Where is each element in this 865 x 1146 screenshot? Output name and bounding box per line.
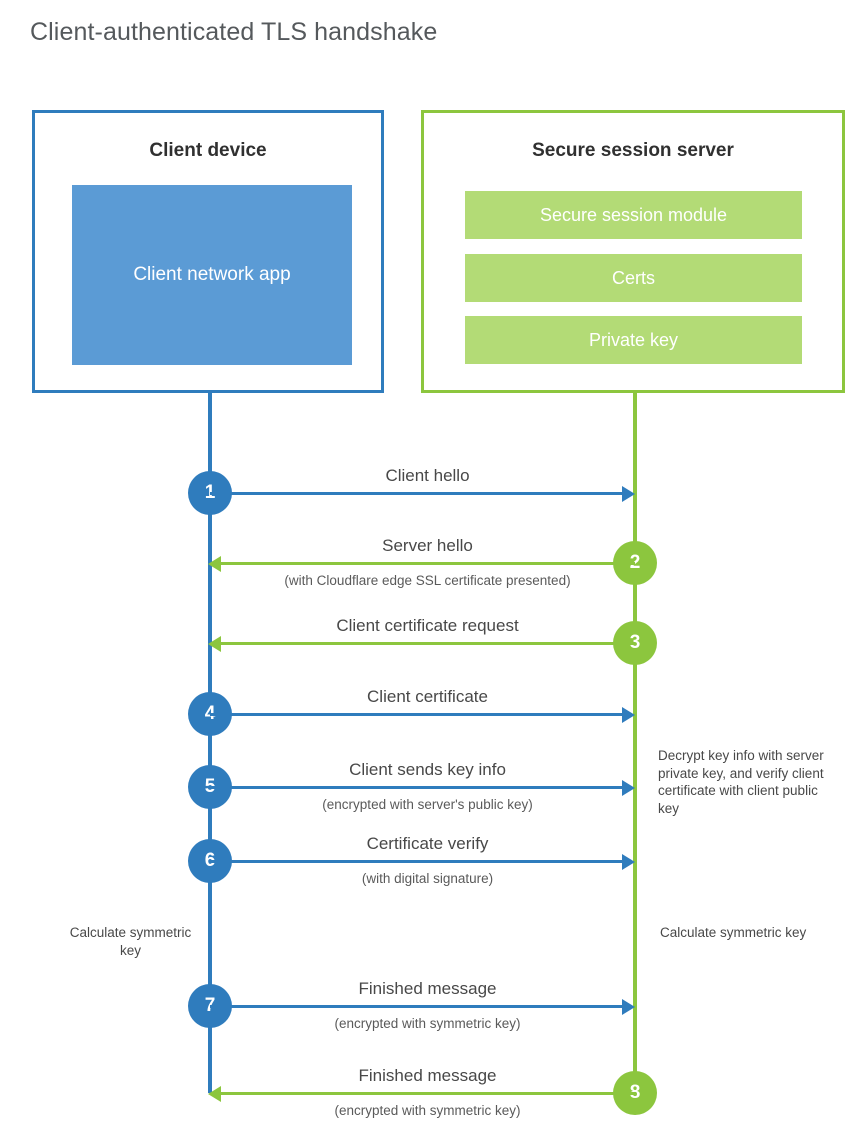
server-lifeline — [633, 393, 637, 1093]
server-component-secure-session-module: Secure session module — [465, 191, 802, 239]
message-arrowhead-3 — [208, 636, 221, 652]
message-line-4 — [210, 713, 624, 716]
message-label-3: Client certificate request — [336, 616, 519, 635]
message-arrowhead-5 — [622, 780, 635, 796]
page-title: Client-authenticated TLS handshake — [30, 18, 438, 46]
message-line-1 — [210, 492, 624, 495]
message-line-2 — [221, 562, 635, 565]
message-sublabel-8: (encrypted with symmetric key) — [334, 1103, 521, 1118]
message-sublabel-6: (with digital signature) — [361, 871, 494, 886]
client-device-title: Client device — [149, 140, 267, 161]
message-sublabel-2: (with Cloudflare edge SSL certificate pr… — [284, 573, 571, 588]
client-lifeline — [208, 393, 212, 1093]
message-label-1: Client hello — [385, 466, 470, 485]
message-arrowhead-7 — [622, 999, 635, 1015]
note-calculate-symmetric-key-server: Calculate symmetric key — [660, 925, 807, 940]
message-line-3 — [221, 642, 635, 645]
note-calculate-symmetric-key-client: Calculate symmetric key — [69, 925, 192, 958]
message-label-4: Client certificate — [367, 687, 488, 706]
message-arrowhead-1 — [622, 486, 635, 502]
message-label-6: Certificate verify — [366, 834, 489, 853]
message-line-5 — [210, 786, 624, 789]
secure-session-server-title: Secure session server — [532, 140, 734, 161]
message-arrowhead-6 — [622, 854, 635, 870]
message-label-7: Finished message — [358, 979, 497, 998]
message-label-8: Finished message — [358, 1066, 497, 1085]
client-network-app-block: Client network app — [72, 185, 352, 365]
message-sublabel-7: (encrypted with symmetric key) — [334, 1016, 521, 1031]
message-label-2: Server hello — [382, 536, 473, 555]
server-component-certs: Certs — [465, 254, 802, 302]
secure-session-server-box: Secure session server Secure session mod… — [421, 110, 845, 393]
message-label-5: Client sends key info — [349, 760, 506, 779]
message-sublabel-5: (encrypted with server's public key) — [322, 797, 533, 812]
message-line-6 — [210, 860, 624, 863]
message-arrowhead-2 — [208, 556, 221, 572]
message-line-7 — [210, 1005, 624, 1008]
message-arrowhead-8 — [208, 1086, 221, 1102]
note-decrypt-key-info: Decrypt key info with server private key… — [658, 748, 824, 816]
message-arrowhead-4 — [622, 707, 635, 723]
client-device-box: Client device Client network app — [32, 110, 384, 393]
message-line-8 — [221, 1092, 635, 1095]
server-component-private-key: Private key — [465, 316, 802, 364]
